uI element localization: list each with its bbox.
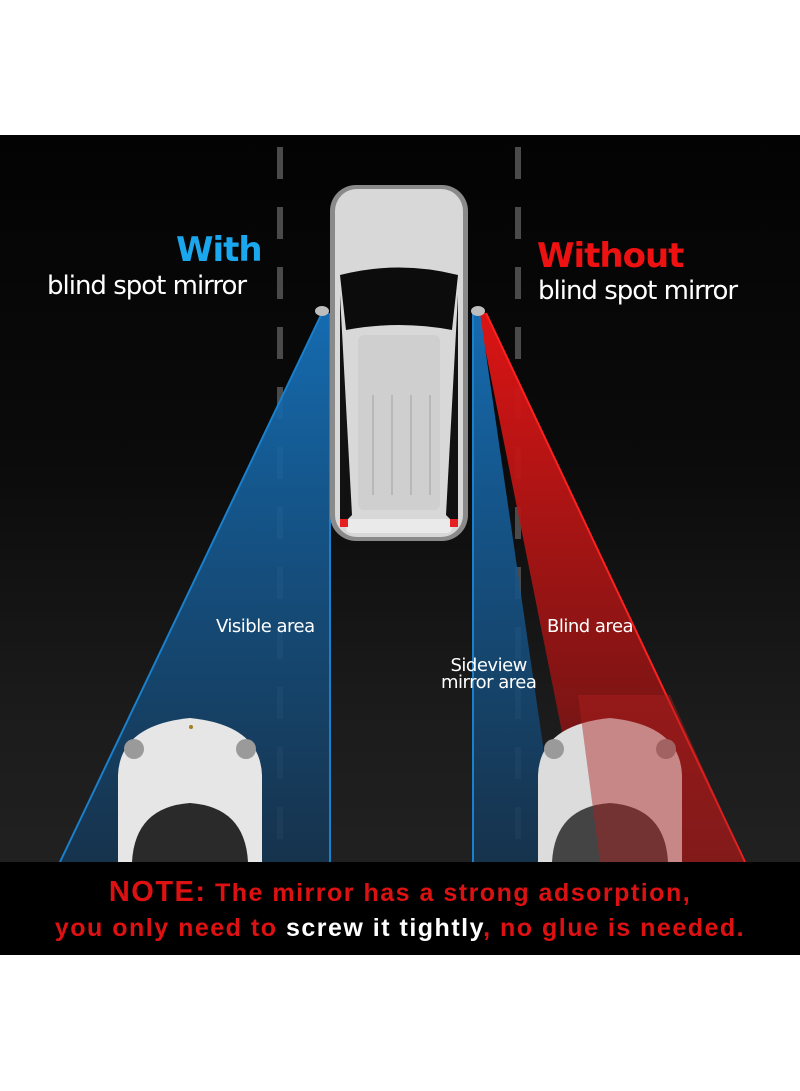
diagram-panel: With blind spot mirror Without blind spo… — [0, 135, 800, 955]
without-subtitle: blind spot mirror — [538, 276, 738, 306]
sideview-mirror-label: Sideview mirror area — [441, 655, 537, 693]
with-heading: With — [176, 230, 263, 270]
note-line2-start: you only need to — [54, 914, 286, 942]
left-car-icon — [118, 718, 262, 862]
note-highlight: screw it tightly — [285, 914, 484, 942]
note-line2-end: , no glue is needed. — [483, 914, 746, 942]
note-line-2: you only need to screw it tightly, no gl… — [0, 914, 800, 943]
note-banner: NOTE: The mirror has a strong adsorption… — [0, 862, 800, 955]
road-diagram — [59, 147, 746, 863]
sideview-line2: mirror area — [441, 672, 537, 693]
blind-area-label: Blind area — [547, 616, 634, 637]
without-heading: Without — [537, 236, 684, 276]
suv-car-icon — [315, 185, 485, 541]
visible-area-beam — [60, 313, 330, 862]
sideview-mirror-beam — [472, 313, 560, 862]
visible-area-label: Visible area — [216, 616, 315, 637]
note-line1-text: The mirror has a strong adsorption, — [206, 879, 692, 907]
sideview-line1: Sideview — [450, 655, 528, 676]
note-heading: NOTE: — [108, 876, 207, 908]
right-car-icon — [538, 695, 745, 862]
blind-area-beam — [478, 313, 745, 862]
note-line-1: NOTE: The mirror has a strong adsorption… — [0, 876, 800, 909]
with-subtitle: blind spot mirror — [47, 271, 247, 301]
